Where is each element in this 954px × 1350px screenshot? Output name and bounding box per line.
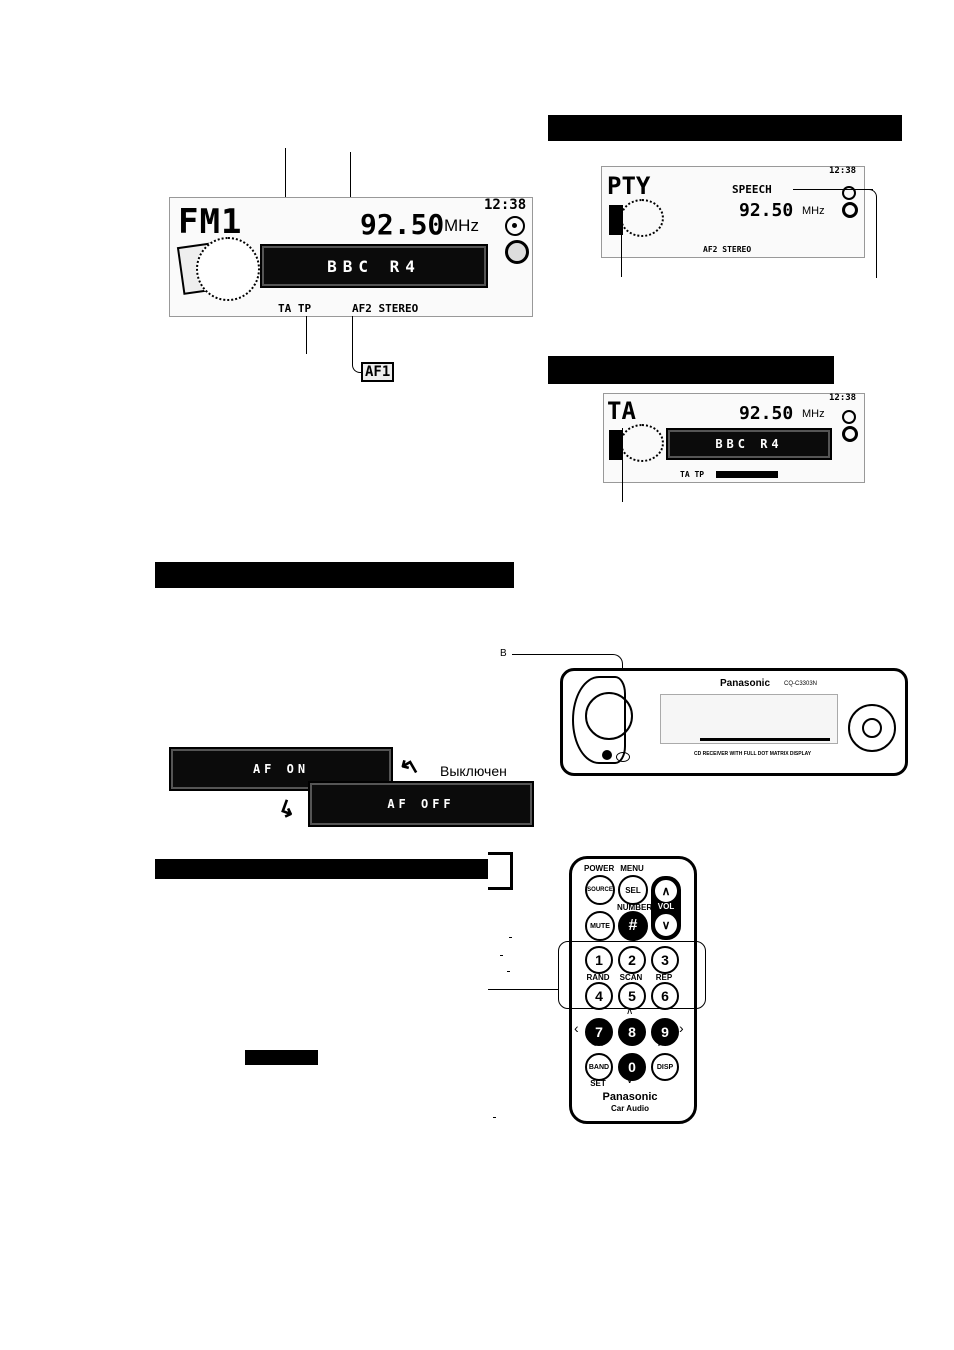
button-1[interactable]: 1 [585, 946, 613, 974]
ta-clock: 12:38 [829, 393, 857, 403]
button-3[interactable]: 3 [651, 946, 679, 974]
dash [509, 937, 512, 938]
button-4[interactable]: 4 [585, 982, 613, 1010]
vol-down-button[interactable]: ∨ [653, 912, 679, 938]
ta-disc-icon-2 [842, 426, 858, 442]
callout-b-line-h [512, 654, 612, 655]
label-menu: MENU [620, 864, 644, 873]
volume-knob[interactable] [585, 692, 633, 740]
chevron-down-icon: ∨ [626, 1075, 634, 1086]
pty-frequency: 92.50 [739, 200, 794, 221]
sel-button[interactable]: SEL [618, 875, 648, 905]
pty-callout-type-h [793, 189, 873, 190]
af-off-caption: Выключен [440, 763, 507, 779]
pty-unit: MHz [802, 205, 825, 217]
head-unit-display [660, 694, 838, 744]
ta-cd-icon [620, 424, 664, 462]
ta-station-name: BBC R4 [666, 428, 832, 460]
section-bar-ta [548, 356, 834, 384]
ta-disc-icon [842, 410, 856, 424]
section-bar-remote [155, 859, 492, 879]
callout-line-af [352, 316, 363, 373]
dash [507, 971, 510, 972]
ta-bottom-bars [716, 471, 778, 478]
cd-disc-icon [196, 237, 260, 301]
band-label: FM1 [178, 202, 243, 242]
label-number: NUMBER [617, 903, 653, 912]
frequency-value: 92.50 [360, 208, 445, 241]
ta-unit: MHz [802, 408, 825, 420]
button-8[interactable]: 8 [618, 1018, 646, 1046]
label-rand: RAND [586, 973, 610, 982]
pty-cd-icon [620, 199, 664, 237]
frequency-unit: MHz [444, 216, 479, 235]
ta-cd-case-icon [609, 430, 623, 460]
head-unit-brand: Panasonic [720, 678, 771, 689]
remote-sub-brand: Car Audio [611, 1104, 649, 1113]
station-name: BBC R4 [260, 244, 488, 288]
button-9[interactable]: 9 [651, 1018, 679, 1046]
label-rep: REP [655, 973, 673, 982]
af1-callout: AF1 [361, 362, 395, 382]
chevron-left-icon: ‹ [574, 1020, 579, 1036]
ta-tp-indicator: TA TP [278, 302, 312, 315]
clock: 12:38 [484, 197, 527, 213]
section-bar-pty [548, 115, 902, 141]
head-unit-button-b[interactable] [602, 750, 612, 760]
pty-disc-icon [842, 186, 856, 200]
inline-black-label [245, 1050, 318, 1065]
rewind-icon: ◄◄ [590, 1041, 604, 1048]
pty-program-type: SPEECH [732, 183, 772, 196]
pty-mode: PTY [607, 172, 651, 200]
vol-label: VOL [657, 902, 675, 911]
remote-brand: Panasonic [602, 1091, 658, 1103]
dpad-center-button[interactable] [862, 718, 882, 738]
source-button[interactable]: SOURCE [585, 875, 615, 905]
disp-button[interactable]: DISP [651, 1053, 679, 1081]
button-2[interactable]: 2 [618, 946, 646, 974]
arrow-curve-up-icon: ↰ [394, 752, 424, 784]
pty-bottom-indicator: AF2 STEREO [703, 245, 752, 254]
chevron-right-icon: › [679, 1020, 684, 1036]
chevron-up-icon: ∧ [626, 1006, 634, 1017]
label-power: POWER [584, 864, 615, 873]
disc-icon [505, 216, 525, 236]
ta-bottom-indicator: TA TP [680, 470, 705, 479]
label-set: SET [590, 1079, 606, 1088]
pty-callout-type-v [866, 189, 877, 278]
label-scan: SCAN [619, 973, 643, 982]
callout-line-numbers [488, 989, 558, 990]
pty-clock: 12:38 [829, 166, 857, 176]
pty-callout-mode [621, 205, 622, 277]
head-unit-model: CQ-C3303N [784, 681, 818, 687]
number-button[interactable]: # [618, 911, 648, 941]
pty-cd-case-icon [609, 205, 623, 235]
pty-disc-icon-2 [842, 202, 858, 218]
vol-up-button[interactable]: ∧ [653, 878, 679, 904]
dash [493, 1117, 496, 1118]
head-unit-display-bar [700, 738, 830, 741]
ta-frequency: 92.50 [739, 403, 794, 424]
button-0[interactable]: 0 [618, 1053, 646, 1081]
button-6[interactable]: 6 [651, 982, 679, 1010]
band-button[interactable]: BAND [585, 1053, 613, 1081]
af-off-display: AF OFF [308, 781, 534, 827]
head-unit-tagline: CD RECEIVER WITH FULL DOT MATRIX DISPLAY [694, 751, 812, 757]
dpad-icon[interactable] [848, 704, 896, 752]
fast-forward-icon: ►► [657, 1041, 671, 1048]
button-7[interactable]: 7 [585, 1018, 613, 1046]
arrow-curve-down-icon: ↳ [274, 794, 301, 825]
af-stereo-indicator: AF2 STEREO [352, 302, 419, 315]
ta-callout-mode [622, 428, 623, 502]
dash [500, 955, 503, 956]
head-unit-button-small[interactable] [616, 752, 630, 762]
callout-b: B [500, 648, 507, 659]
ta-mode: TA [607, 397, 636, 425]
mute-button[interactable]: MUTE [585, 911, 615, 941]
callout-line-tatp [306, 316, 307, 354]
section-bar-remote-end [488, 852, 513, 890]
section-bar-af [155, 562, 514, 588]
disc-icon-2 [505, 240, 529, 264]
button-5[interactable]: 5 [618, 982, 646, 1010]
